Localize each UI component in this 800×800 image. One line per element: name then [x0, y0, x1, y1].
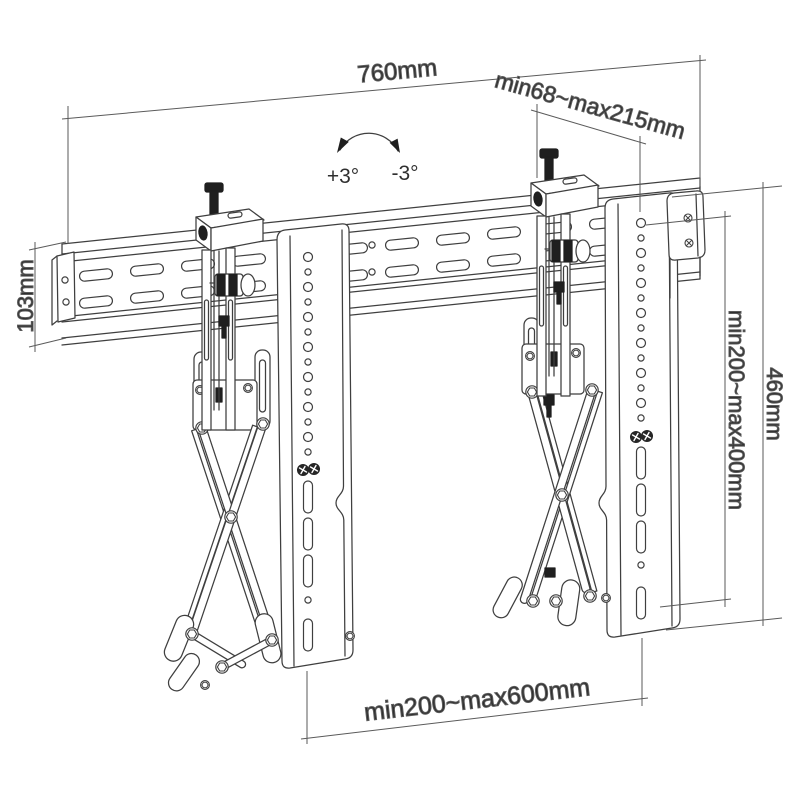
left-top-clamp: [195, 182, 265, 431]
left-tension-knob: [209, 273, 256, 297]
label-tilt-positive: +3°: [327, 165, 359, 188]
dim-top-width: 760mm: [61, 54, 707, 244]
label-rail-height: 103mm: [13, 259, 38, 332]
label-vesa-horizontal: min200~max600mm: [363, 673, 592, 727]
label-bracket-height: 460mm: [762, 367, 787, 440]
left-bracket-slots: [302, 480, 314, 652]
dim-rail-height: 103mm: [13, 241, 67, 352]
label-depth-range: min68~max215mm: [492, 67, 688, 144]
label-vesa-vertical: min200~max400mm: [724, 310, 749, 510]
right-scissor-mechanism: [492, 317, 604, 627]
right-top-clamp: [530, 148, 600, 397]
tilt-arrowhead-right: [389, 138, 400, 153]
left-vesa-bracket: [276, 223, 356, 669]
tilt-arrowhead-left: [337, 137, 349, 153]
rail-end-bracket: [666, 190, 706, 299]
left-scissor-mechanism: [163, 349, 282, 692]
label-top-width: 760mm: [356, 54, 438, 88]
rail-left-end-cap: [51, 251, 76, 326]
dim-vesa-vertical: min200~max400mm: [645, 211, 750, 608]
dim-bracket-height: 460mm: [665, 182, 788, 631]
right-bracket-slots: [635, 446, 647, 620]
label-tilt-negative: -3°: [391, 162, 418, 185]
wall-rail: [51, 177, 701, 346]
right-vesa-bracket: [598, 192, 681, 638]
right-tension-knob: [544, 239, 591, 263]
tilt-indicator: +3° -3°: [327, 132, 419, 188]
